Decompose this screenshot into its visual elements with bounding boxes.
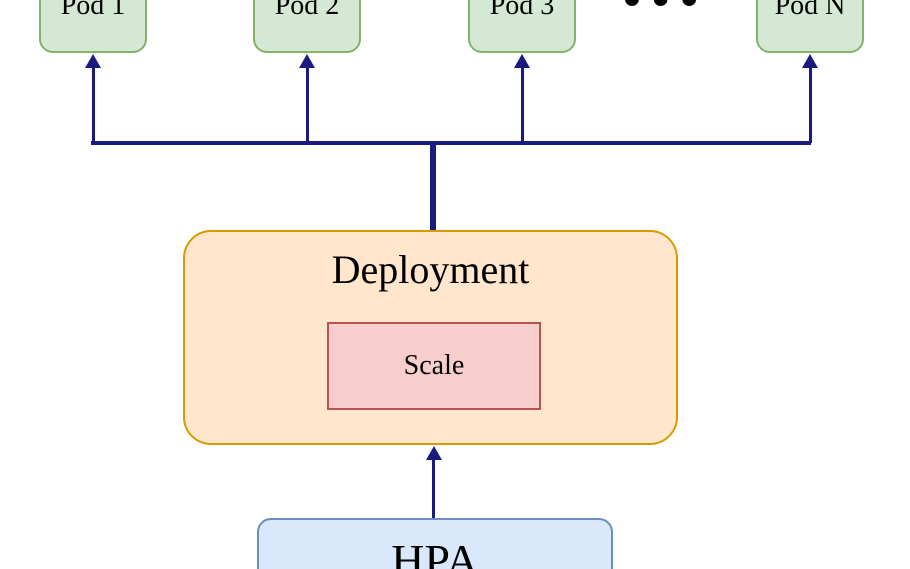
arrowhead-hpa-icon <box>426 446 442 460</box>
pod-3-box: Pod 3 <box>468 0 576 53</box>
arrowhead-pod-2-icon <box>299 54 315 68</box>
pod-1-box: Pod 1 <box>39 0 147 53</box>
pod-2-label: Pod 2 <box>274 0 340 21</box>
pod-1-label: Pod 1 <box>60 0 126 21</box>
fanout-stem-pod-1 <box>91 66 95 143</box>
pod-2-box: Pod 2 <box>253 0 361 53</box>
arrowhead-pod-n-icon <box>802 54 818 68</box>
scale-label: Scale <box>403 350 465 381</box>
fanout-stem-pod-3 <box>520 66 524 143</box>
fanout-horizontal-line <box>91 141 811 145</box>
pod-n-box: Pod N <box>756 0 864 53</box>
pod-n-label: Pod N <box>774 0 846 21</box>
arrowhead-pod-1-icon <box>85 54 101 68</box>
deployment-to-pods-trunk <box>430 143 436 231</box>
deployment-label: Deployment <box>331 247 530 292</box>
fanout-stem-pod-2 <box>305 66 309 143</box>
pod-3-label: Pod 3 <box>489 0 555 21</box>
hpa-box: HPA <box>257 518 613 569</box>
arrowhead-pod-3-icon <box>514 54 530 68</box>
pods-ellipsis: … <box>618 0 703 20</box>
hpa-label: HPA <box>391 535 479 569</box>
scale-box: Scale <box>327 322 541 410</box>
hpa-to-deployment-arrow <box>432 457 435 518</box>
fanout-stem-pod-n <box>808 66 812 143</box>
